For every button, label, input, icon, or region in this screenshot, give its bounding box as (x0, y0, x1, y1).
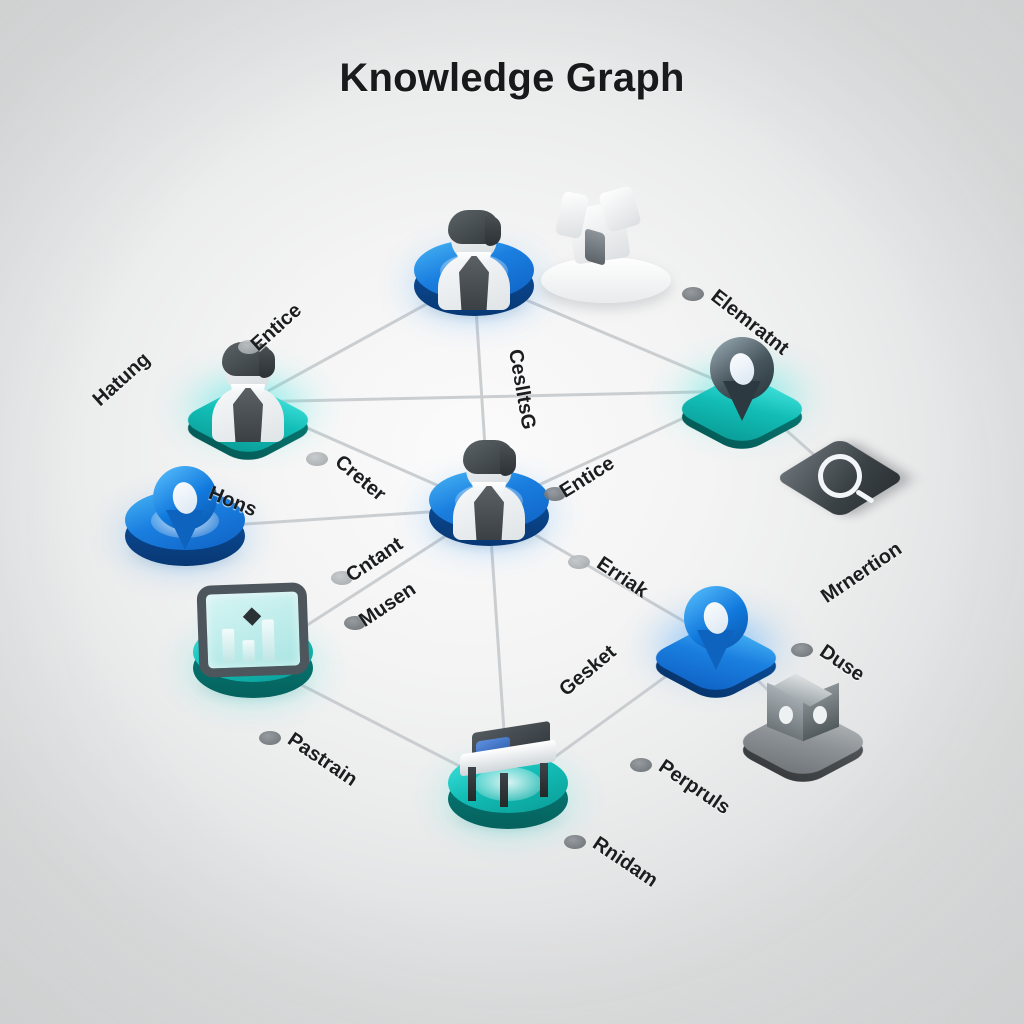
desk-node-bottom[interactable] (433, 720, 583, 851)
cube-icon (767, 672, 839, 744)
label-musen-bullet (344, 616, 366, 630)
person-icon (450, 440, 528, 540)
label-elemratnt-bullet (682, 287, 704, 301)
desk-icon (456, 720, 560, 807)
label-erriak-bullet (568, 555, 590, 569)
label-cntant-bullet (331, 571, 353, 585)
person-node-top[interactable] (399, 210, 549, 338)
person-icon (209, 342, 287, 442)
person-node-center[interactable] (414, 440, 564, 568)
bar-chart-icon (196, 582, 310, 678)
page-title: Knowledge Graph (339, 56, 685, 100)
person-node-left[interactable] (173, 342, 323, 466)
map-pin-icon (684, 586, 748, 670)
pin-node-left[interactable] (110, 466, 260, 588)
label-pastrain-bullet (259, 731, 281, 745)
label-entice-2-bullet (544, 487, 566, 501)
label-creter-bullet (306, 452, 328, 466)
pin-node-right[interactable] (667, 337, 817, 455)
label-duse-bullet (791, 643, 813, 657)
cube-node-right[interactable] (732, 672, 874, 788)
label-rnidam-bullet (564, 835, 586, 849)
edge-left-right (246, 389, 744, 404)
chart-node-left[interactable] (178, 582, 328, 720)
label-entice-1-bullet (238, 340, 260, 354)
label-perpruls-bullet (630, 758, 652, 772)
map-pin-icon (710, 337, 774, 421)
search-panel-icon[interactable] (774, 432, 906, 524)
abstract-white-object (541, 183, 671, 303)
map-pin-icon (153, 466, 217, 550)
person-icon (435, 210, 513, 310)
